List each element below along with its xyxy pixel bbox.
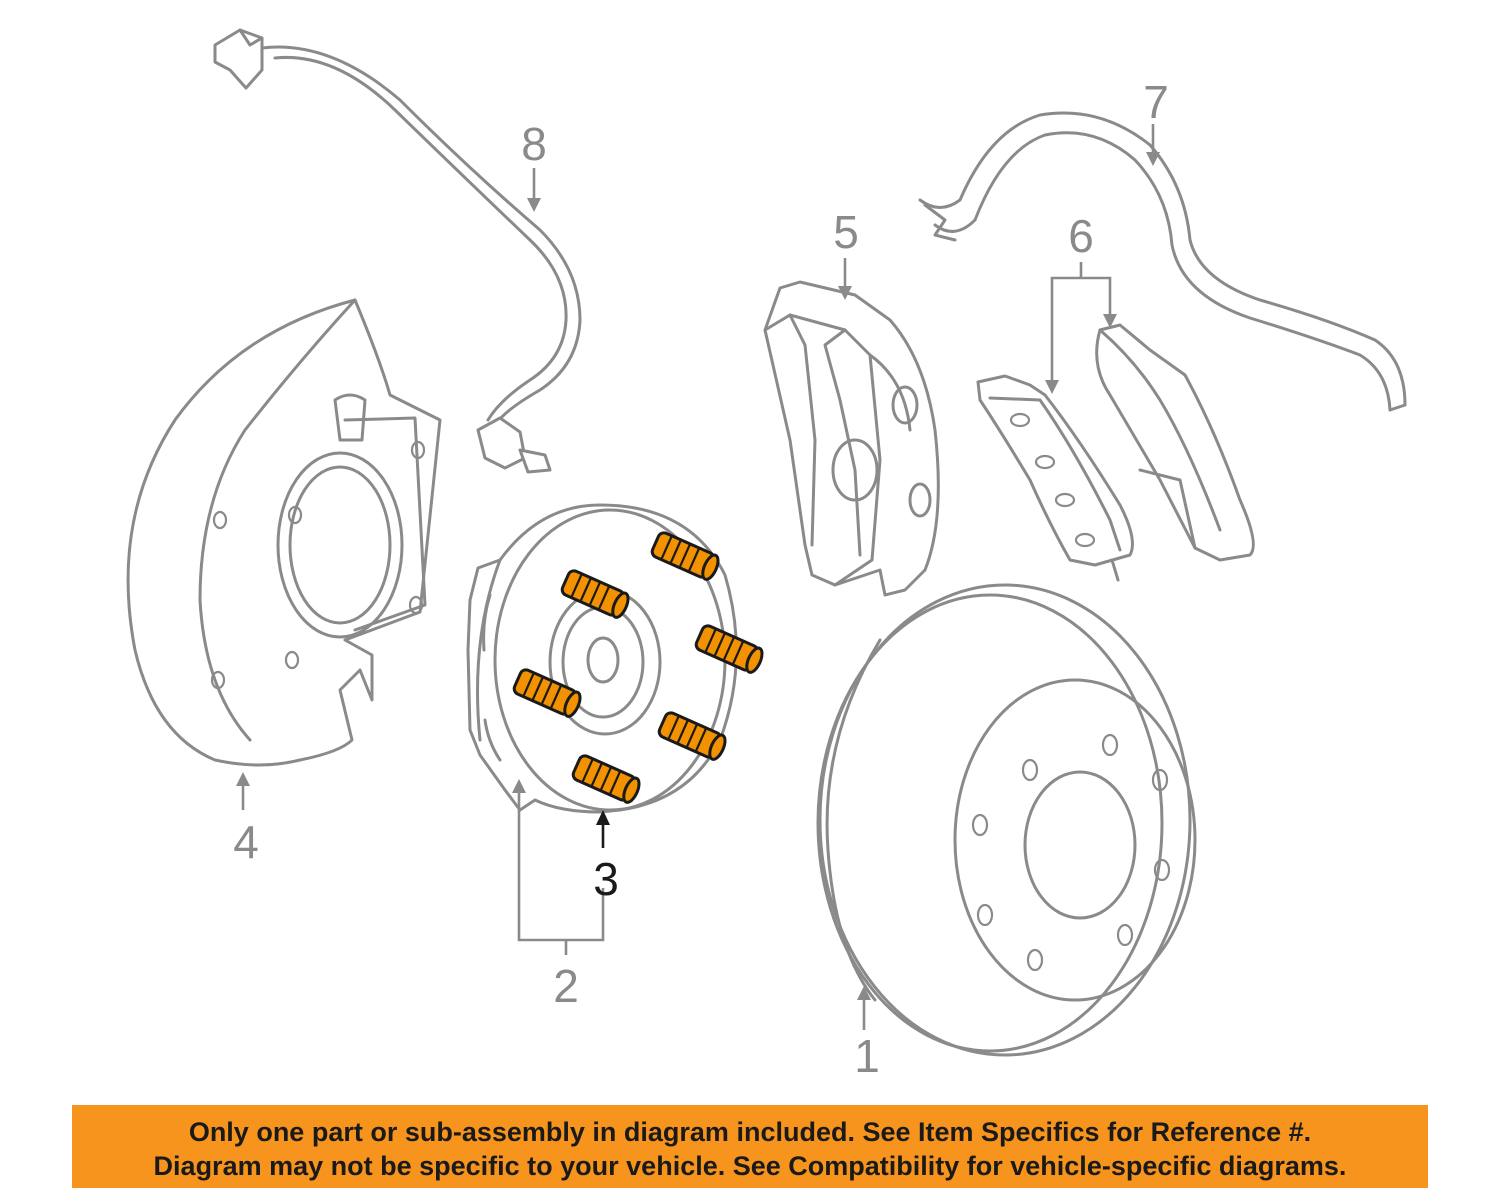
brake-caliper-part bbox=[763, 280, 940, 597]
callout-2-label: 2 bbox=[553, 960, 579, 1012]
brake-hose-part bbox=[918, 111, 1407, 412]
wheel-stud bbox=[571, 754, 641, 804]
disclaimer-banner: Only one part or sub-assembly in diagram… bbox=[72, 1105, 1428, 1188]
callout-4-label: 4 bbox=[233, 816, 259, 868]
wheel-studs-part bbox=[512, 531, 764, 804]
callout-6: 6 bbox=[1045, 210, 1117, 394]
wheel-stud bbox=[560, 569, 630, 619]
callout-7: 7 bbox=[1143, 76, 1169, 166]
callout-5: 5 bbox=[833, 206, 859, 300]
abs-sensor-wire-part bbox=[213, 28, 582, 474]
callout-2: 2 bbox=[512, 779, 605, 1012]
callout-5-label: 5 bbox=[833, 206, 859, 258]
callout-6-label: 6 bbox=[1068, 210, 1094, 262]
wheel-stud bbox=[512, 668, 582, 718]
disclaimer-line-2: Diagram may not be specific to your vehi… bbox=[153, 1151, 1347, 1181]
callout-8-label: 8 bbox=[521, 118, 547, 170]
callout-7-label: 7 bbox=[1143, 76, 1169, 128]
callout-3-label: 3 bbox=[593, 853, 619, 905]
brake-rotor-part bbox=[816, 583, 1197, 1057]
wheel-stud bbox=[694, 624, 764, 674]
dust-shield-part bbox=[126, 298, 442, 767]
wheel-stud bbox=[650, 531, 720, 581]
brake-pads-part bbox=[976, 323, 1255, 582]
brake-assembly-diagram: 8 4 5 6 7 2 3 1 bbox=[126, 28, 1407, 1082]
disclaimer-line-1: Only one part or sub-assembly in diagram… bbox=[188, 1117, 1312, 1147]
callout-3: 3 bbox=[593, 810, 619, 905]
callout-1: 1 bbox=[854, 986, 880, 1082]
callout-1-label: 1 bbox=[854, 1030, 880, 1082]
callout-8: 8 bbox=[521, 118, 547, 212]
wheel-stud bbox=[657, 711, 727, 761]
callout-4: 4 bbox=[233, 772, 259, 868]
